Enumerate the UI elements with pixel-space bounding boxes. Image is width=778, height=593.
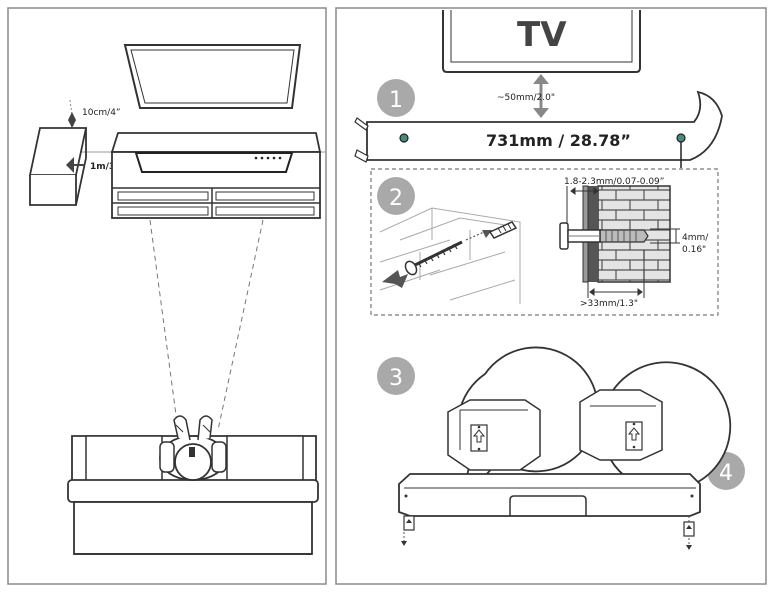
anchor-length-label: >33mm/1.3" xyxy=(580,299,638,309)
anchor-diameter-label-1: 4mm/ xyxy=(682,233,709,243)
step-4-number: 4 xyxy=(719,461,733,486)
wall-perspective xyxy=(379,207,521,304)
anchor-diameter-label-2: 0.16" xyxy=(682,245,706,255)
screw-depth-label: 1.8-2.3mm/0.07-0.09” xyxy=(564,177,664,187)
soundbar-rear-view xyxy=(398,473,701,517)
detail-bubble-right xyxy=(579,361,732,492)
soundbar-on-stand xyxy=(134,152,294,173)
wall-gap-label: 10cm/4” xyxy=(82,108,121,118)
template-width-label: 731mm / 28.78” xyxy=(486,131,631,150)
viewer-person xyxy=(159,415,227,481)
wall-cross-section xyxy=(559,185,671,283)
step-1-badge xyxy=(377,79,415,117)
step-3-number: 3 xyxy=(389,366,403,391)
distance-indicator: 1m/3ft xyxy=(66,157,124,173)
tv-gap-label: ~50mm/2.0" xyxy=(497,93,555,103)
mounting-brackets xyxy=(401,515,695,550)
subwoofer-illustration xyxy=(28,127,88,206)
tv-gap-arrow xyxy=(533,74,549,118)
step-1-section: TV ~50mm/2.0" 1 731mm / 28.78” xyxy=(354,10,723,168)
step-2-section: 2 xyxy=(370,168,719,316)
step-2-frame xyxy=(370,168,719,316)
step-3-badge xyxy=(377,357,415,395)
tv-stand-illustration xyxy=(110,132,322,219)
dimension-lines xyxy=(566,186,680,298)
wall-gap-indicator: 10cm/4” xyxy=(68,99,121,131)
mounting-template: 731mm / 28.78” xyxy=(354,90,723,168)
step-2-number: 2 xyxy=(389,186,403,211)
tv-bottom-outline xyxy=(442,10,641,73)
step-3-4-section: 3 4 xyxy=(377,346,745,550)
couch-illustration xyxy=(67,415,319,555)
step-2-badge xyxy=(377,177,415,215)
screw-and-anchor xyxy=(382,221,518,288)
tv-label: TV xyxy=(517,15,567,55)
room-layout-scene: 10cm/4” 1m/3ft xyxy=(28,44,326,555)
step-1-number: 1 xyxy=(389,88,403,113)
distance-label: 1m/3ft xyxy=(90,162,124,172)
tv-illustration xyxy=(123,44,302,109)
detail-bubble-left xyxy=(447,346,599,503)
